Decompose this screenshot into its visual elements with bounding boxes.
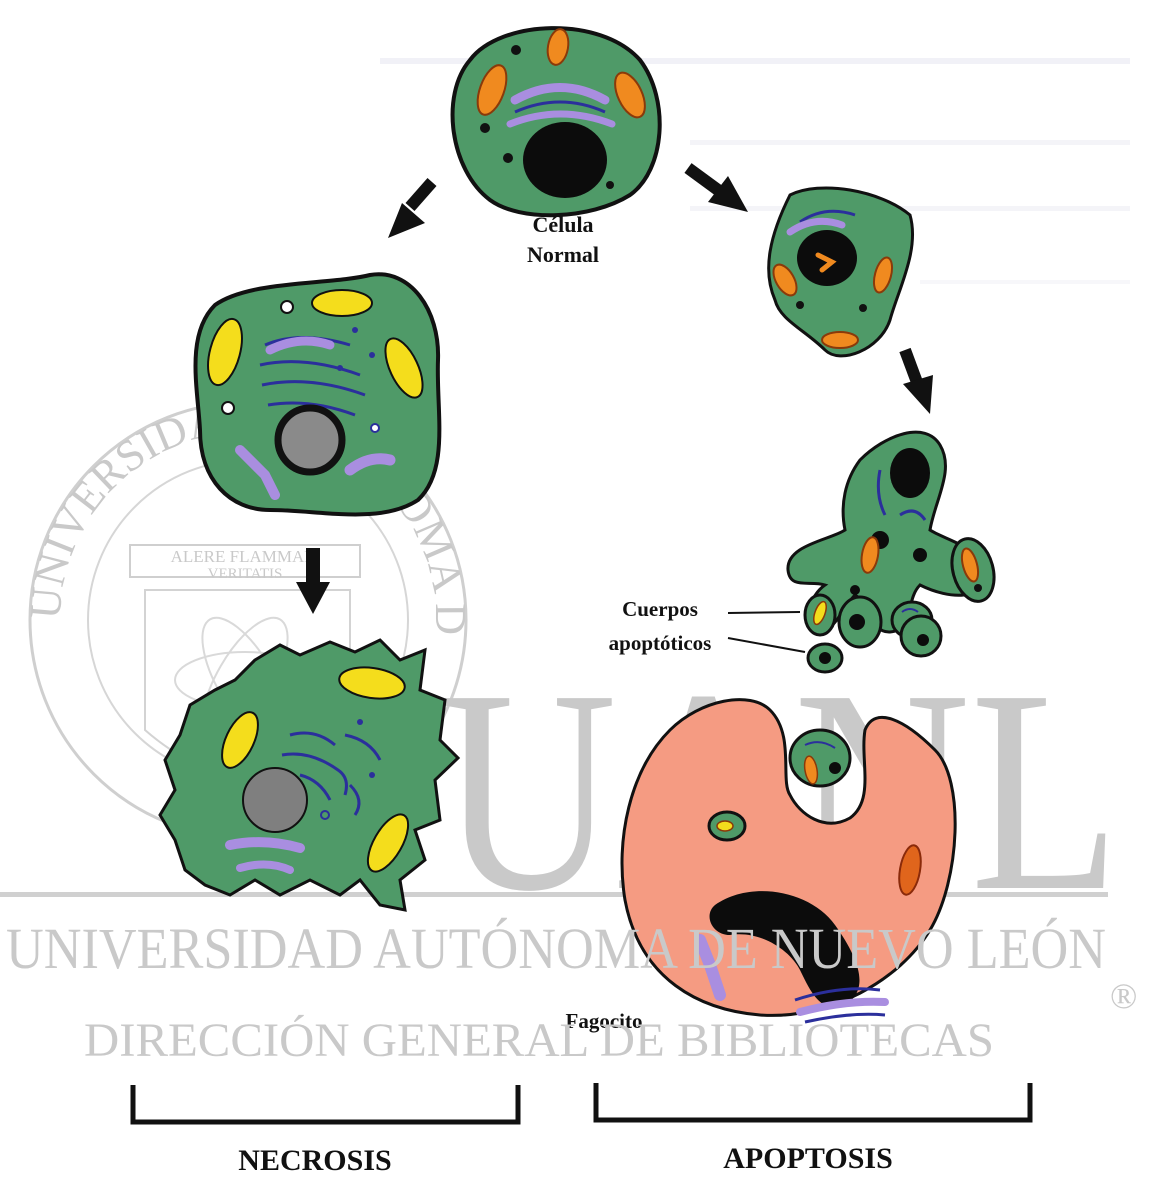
necrosis-ruptured-cell [160,640,458,910]
seal-motto-line1: ALERE FLAMMAM [171,547,320,566]
seal-motto-line2: VERITATIS [208,566,283,582]
apoptotic-body [805,595,835,635]
normal-cell-label-line1: Célula [532,212,593,237]
apoptotic-bodies-label-line1: Cuerpos [622,597,698,621]
apoptosis-label: APOPTOSIS [723,1142,893,1175]
apoptotic-bodies-label-line2: apoptóticos [609,631,712,655]
apoptotic-body [839,597,881,647]
arrow-to-necrosis [388,182,432,238]
normal-cell [453,28,660,216]
phagosome [709,812,745,840]
rupture-nucleus [243,768,307,832]
necrosis-mitochondrion [312,290,372,316]
normal-cell-label-line2: Normal [527,242,599,267]
apoptotic-bodies-pointer [728,612,800,613]
necrosis-bracket [133,1085,518,1122]
necrosis-swollen-cell [195,274,439,514]
apoptosis-condensed-cell [769,188,913,356]
normal-cell-nucleus [523,122,607,198]
apoptotic-body [901,616,941,656]
necrosis-label: NECROSIS [238,1144,391,1177]
apoptotic-body [808,644,842,672]
apoptosis-fragmented-nucleus [890,448,930,498]
arrow-to-apoptosis [688,168,748,212]
engulfed-apoptotic-body [790,730,850,786]
registered-mark: ® [1110,976,1137,1016]
watermark-university-name: UNIVERSIDAD AUTÓNOMA DE NUEVO LEÓN [6,916,1106,981]
necrosis-nucleus [278,408,342,472]
arrow-apoptosis-blebbing [903,350,933,414]
watermark-library-direction: DIRECCIÓN GENERAL DE BIBLIOTECAS [84,1013,994,1067]
apoptosis-bracket [596,1083,1030,1120]
